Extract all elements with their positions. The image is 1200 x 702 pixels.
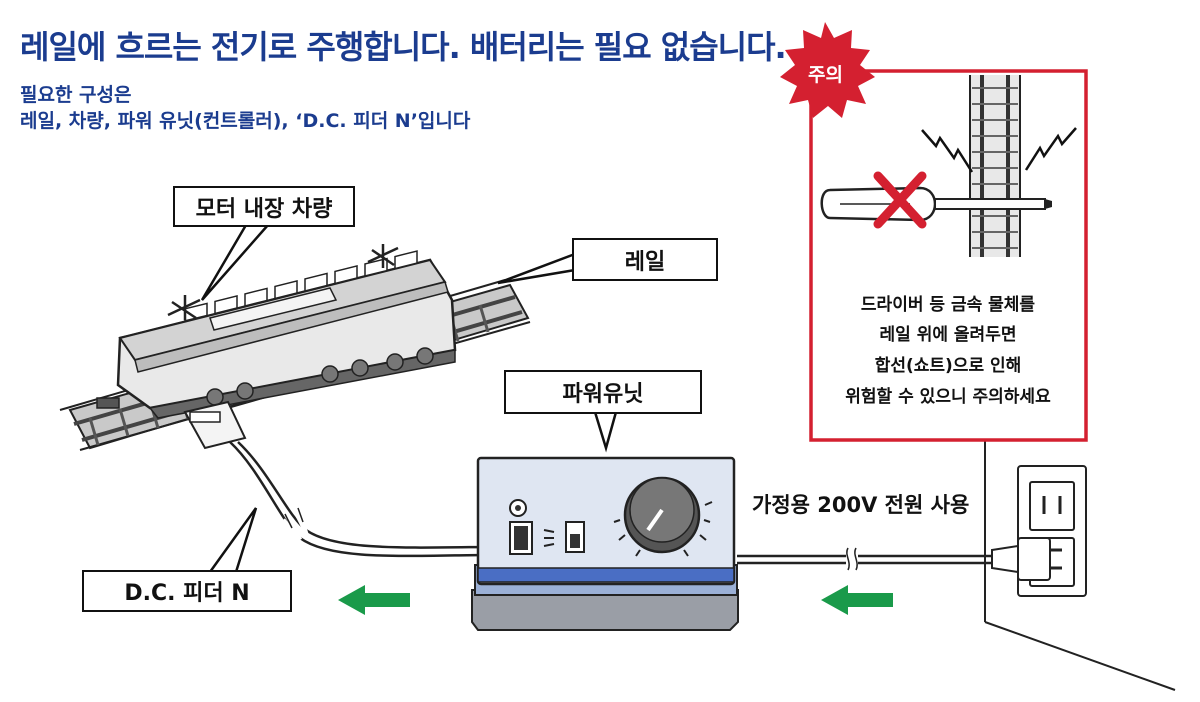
warning-line-2: 레일 위에 올려두면 — [879, 325, 1017, 345]
spark-icon — [921, 127, 1077, 173]
power-plug-icon — [991, 537, 1062, 581]
subtitle-line-1: 필요한 구성은 — [20, 84, 132, 106]
feeder-connector-icon — [183, 400, 483, 558]
warning-panel — [809, 69, 1088, 442]
warning-badge-text: 주의 — [808, 64, 843, 86]
power-unit-label: 파워유닛 — [504, 370, 702, 414]
warning-line-4: 위험할 수 있으니 주의하세요 — [845, 387, 1051, 407]
warning-burst-icon — [780, 22, 875, 118]
warning-line-1: 드라이버 등 금속 물체를 — [860, 295, 1036, 315]
rail-label: 레일 — [572, 238, 718, 281]
warning-line-3: 합선(쇼트)으로 인해 — [874, 356, 1022, 376]
power-cable — [737, 547, 992, 571]
page-title: 레일에 흐르는 전기로 주행합니다. 배터리는 필요 없습니다. — [20, 28, 787, 66]
power-unit-icon — [471, 456, 739, 631]
subtitle-line-2: 레일, 차량, 파워 유닛(컨트롤러), ‘D.C. 피더 N’입니다 — [20, 110, 471, 132]
train-icon — [96, 244, 457, 419]
callout-pointers — [200, 224, 618, 573]
cross-mark-icon — [873, 171, 927, 229]
power-source-label: 가정용 200V 전원 사용 — [752, 493, 970, 517]
train-label: 모터 내장 차량 — [173, 186, 355, 227]
feeder-label: D.C. 피더 N — [82, 570, 292, 612]
flow-arrow-icon — [338, 585, 893, 615]
rail-track-icon — [969, 75, 1021, 257]
